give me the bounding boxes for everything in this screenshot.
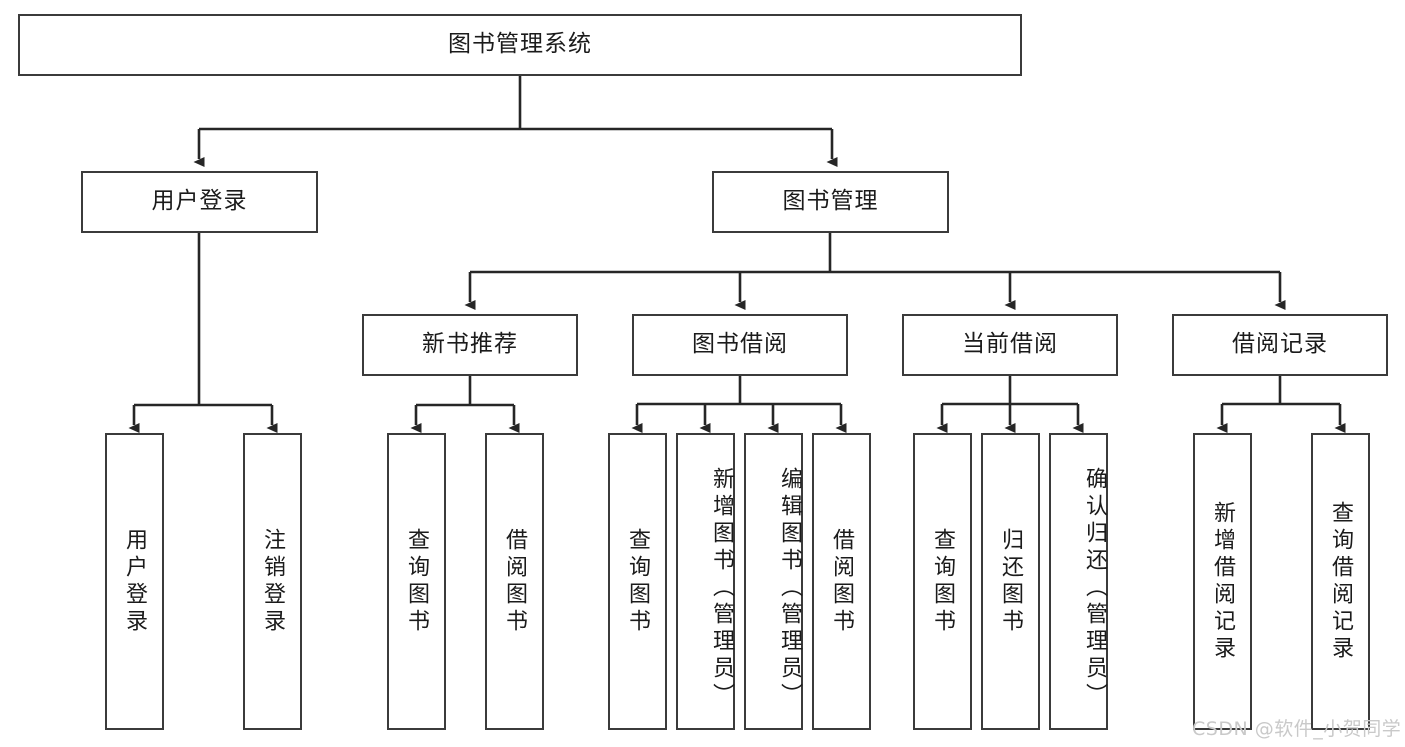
node-leaf-borrow-book-2-label: 借阅图书 (829, 527, 855, 636)
node-book-borrow[interactable]: 图书借阅 (632, 314, 848, 376)
node-leaf-user-login[interactable]: 用户登录 (105, 433, 164, 730)
node-leaf-query-book-2-label: 查询图书 (625, 527, 651, 636)
node-user-login-label: 用户登录 (151, 188, 248, 215)
node-book-borrow-label: 图书借阅 (692, 331, 788, 358)
node-leaf-query-record-label: 查询借阅记录 (1328, 500, 1354, 663)
node-leaf-add-record[interactable]: 新增借阅记录 (1193, 433, 1252, 730)
node-leaf-add-book-label: 新增图书（管理员） (709, 467, 734, 710)
node-leaf-borrow-book-1[interactable]: 借阅图书 (485, 433, 544, 730)
node-leaf-query-book-1-label: 查询图书 (404, 527, 430, 636)
node-leaf-add-record-label: 新增借阅记录 (1210, 500, 1236, 663)
node-leaf-return-book[interactable]: 归还图书 (981, 433, 1040, 730)
node-new-book-recommend[interactable]: 新书推荐 (362, 314, 578, 376)
node-current-borrow[interactable]: 当前借阅 (902, 314, 1118, 376)
node-new-book-recommend-label: 新书推荐 (422, 331, 518, 358)
node-leaf-logout-login-label: 注销登录 (260, 527, 286, 636)
node-leaf-user-login-label: 用户登录 (122, 527, 148, 636)
node-leaf-edit-book[interactable]: 编辑图书（管理员） (744, 433, 803, 730)
node-leaf-return-book-label: 归还图书 (998, 527, 1024, 636)
node-leaf-borrow-book-1-label: 借阅图书 (502, 527, 528, 636)
node-book-manage[interactable]: 图书管理 (712, 171, 949, 233)
node-borrow-record-label: 借阅记录 (1232, 331, 1328, 358)
node-leaf-query-book-2[interactable]: 查询图书 (608, 433, 667, 730)
node-leaf-edit-book-label: 编辑图书（管理员） (777, 467, 802, 710)
node-borrow-record[interactable]: 借阅记录 (1172, 314, 1388, 376)
node-leaf-query-book-1[interactable]: 查询图书 (387, 433, 446, 730)
node-leaf-query-book-3[interactable]: 查询图书 (913, 433, 972, 730)
node-leaf-borrow-book-2[interactable]: 借阅图书 (812, 433, 871, 730)
node-leaf-add-book[interactable]: 新增图书（管理员） (676, 433, 735, 730)
node-user-login[interactable]: 用户登录 (81, 171, 318, 233)
node-leaf-confirm-return-label: 确认归还（管理员） (1082, 467, 1107, 710)
node-leaf-query-record[interactable]: 查询借阅记录 (1311, 433, 1370, 730)
node-leaf-confirm-return[interactable]: 确认归还（管理员） (1049, 433, 1108, 730)
node-root[interactable]: 图书管理系统 (18, 14, 1022, 76)
node-leaf-query-book-3-label: 查询图书 (930, 527, 956, 636)
node-book-manage-label: 图书管理 (782, 188, 879, 215)
node-current-borrow-label: 当前借阅 (962, 331, 1058, 358)
node-leaf-logout-login[interactable]: 注销登录 (243, 433, 302, 730)
node-root-label: 图书管理系统 (448, 31, 592, 58)
watermark: CSDN @软件_小贺同学 (1192, 718, 1402, 740)
